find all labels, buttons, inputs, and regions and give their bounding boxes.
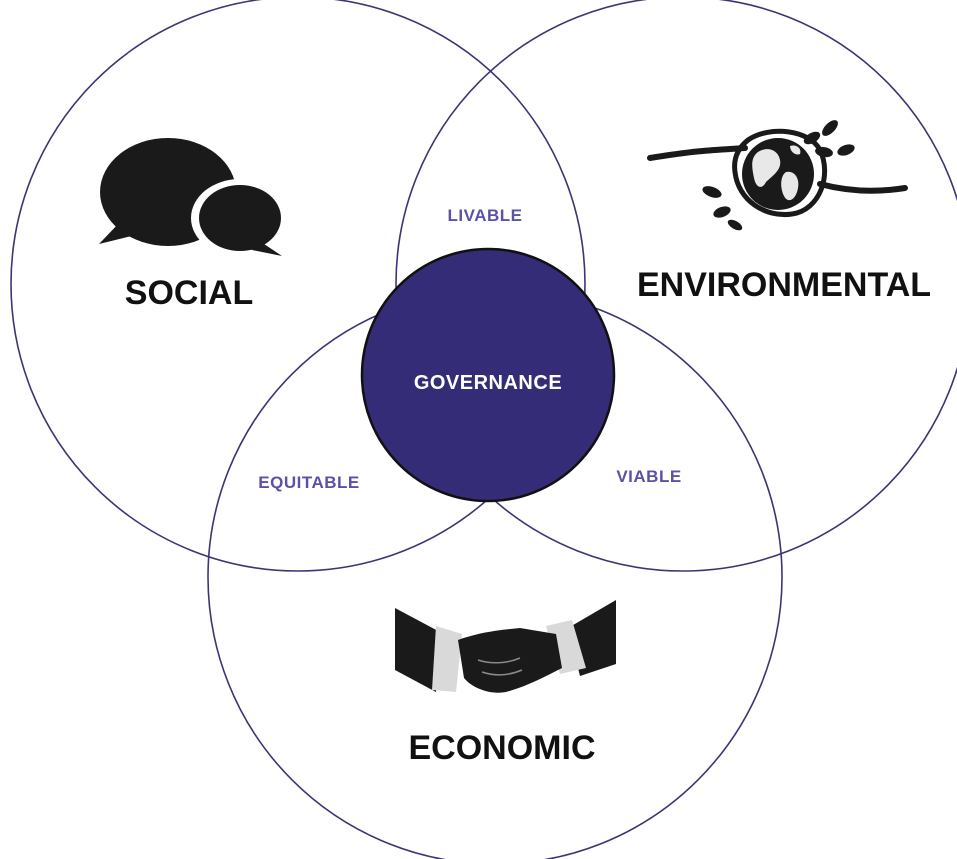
speech-bubbles-icon (99, 138, 289, 257)
economic-label: ECONOMIC (409, 729, 596, 767)
governance-label: GOVERNANCE (414, 372, 562, 394)
social-circle (10, 0, 586, 572)
environmental-circle (395, 0, 957, 572)
handshake-icon (395, 600, 616, 693)
environmental-label: ENVIRONMENTAL (637, 266, 931, 304)
globe-with-leaves-icon (647, 120, 908, 231)
equitable-label: EQUITABLE (258, 473, 359, 492)
livable-label: LIVABLE (448, 206, 523, 225)
governance-circle (360, 247, 616, 503)
viable-label: VIABLE (616, 467, 681, 486)
social-label: SOCIAL (125, 274, 253, 312)
